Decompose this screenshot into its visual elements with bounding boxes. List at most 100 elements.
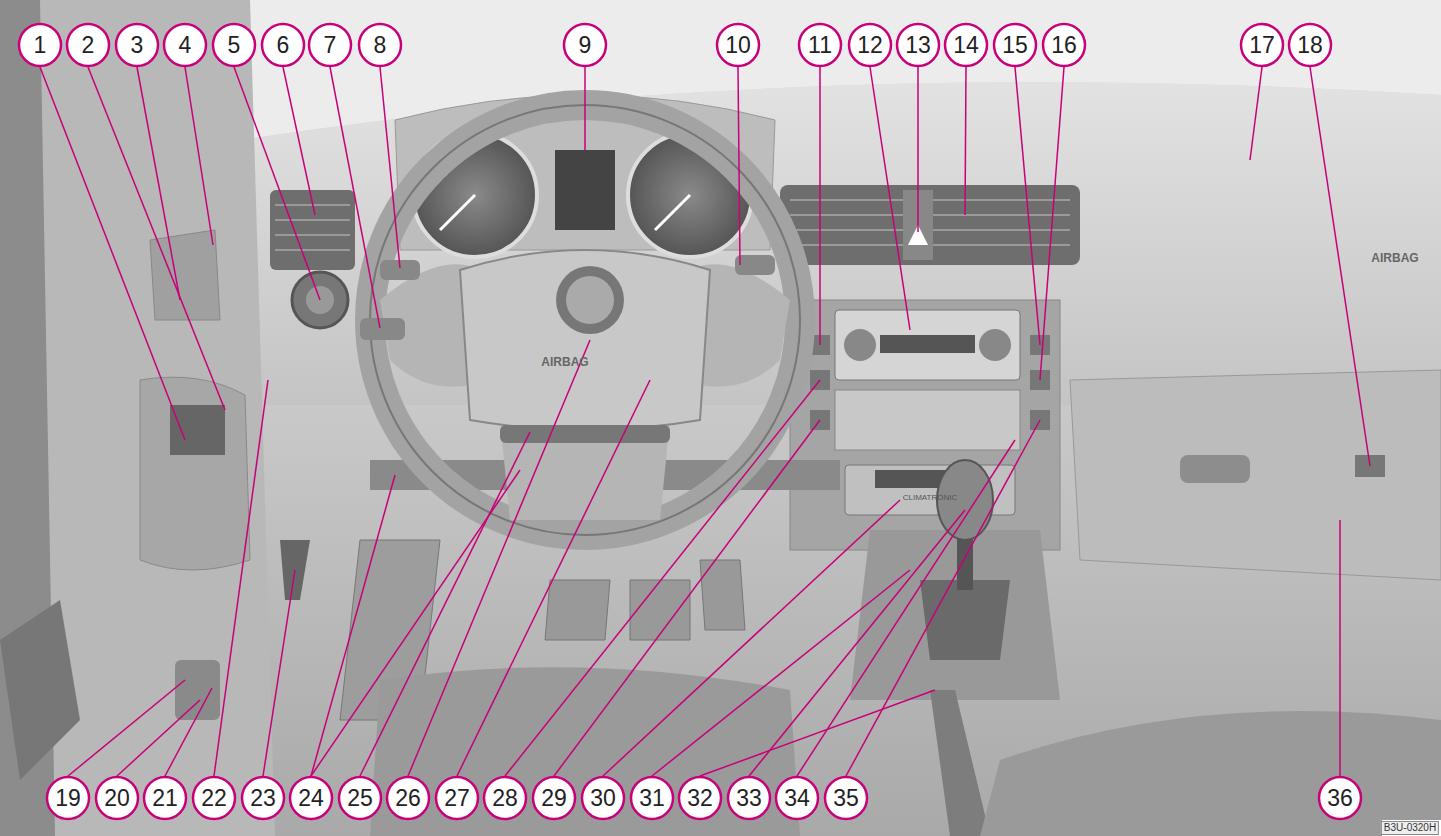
panel-text: AIRBAG — [541, 356, 588, 368]
callout-number: 13 — [905, 34, 931, 57]
callout-number: 11 — [808, 34, 832, 57]
callout-circle — [339, 777, 381, 819]
callout-circle — [1319, 777, 1361, 819]
panel-text: CLIMATRONIC — [903, 494, 958, 502]
callout-circle — [213, 24, 255, 66]
leader-line — [554, 420, 820, 776]
callout-number: 15 — [1002, 34, 1028, 57]
leader-line — [330, 67, 380, 328]
callout-number: 16 — [1051, 34, 1077, 57]
leader-line — [457, 380, 650, 776]
leader-line — [165, 688, 212, 776]
callout-number: 14 — [953, 34, 979, 57]
callout-number: 36 — [1327, 787, 1353, 810]
leader-line — [846, 420, 1040, 776]
leader-line — [965, 67, 966, 215]
callout-circle — [309, 24, 351, 66]
leader-line — [1015, 67, 1040, 345]
callout-circle — [67, 24, 109, 66]
callout-number: 26 — [395, 787, 421, 810]
leader-line — [870, 67, 910, 330]
leader-line — [68, 680, 185, 776]
callout-number: 29 — [541, 787, 567, 810]
leader-line — [584, 67, 586, 150]
callout-circle — [631, 777, 673, 819]
leader-line — [283, 67, 315, 215]
callout-circle — [116, 24, 158, 66]
leader-line — [797, 440, 1015, 776]
panel-text: AIRBAG — [1371, 252, 1418, 264]
callout-circle — [1241, 24, 1283, 66]
leader-line — [505, 380, 820, 776]
leader-line — [88, 67, 225, 410]
callout-circle — [564, 24, 606, 66]
callout-number: 9 — [579, 34, 592, 57]
callout-circle — [96, 777, 138, 819]
callout-number: 5 — [228, 34, 241, 57]
callout-circle — [164, 24, 206, 66]
callout-number: 32 — [687, 787, 713, 810]
leader-line — [819, 67, 821, 345]
callout-number: 12 — [857, 34, 883, 57]
callout-circle — [533, 777, 575, 819]
callout-circle — [897, 24, 939, 66]
callout-number: 27 — [444, 787, 470, 810]
callout-number: 25 — [347, 787, 373, 810]
callout-circle — [582, 777, 624, 819]
callout-number: 6 — [277, 34, 290, 57]
leader-line — [652, 570, 910, 776]
leader-line — [117, 700, 200, 776]
callout-circle — [728, 777, 770, 819]
leader-line — [263, 570, 295, 776]
leader-line — [603, 500, 900, 776]
callout-circle — [193, 777, 235, 819]
callout-circle — [1289, 24, 1331, 66]
callout-circle — [484, 777, 526, 819]
callout-number: 1 — [34, 34, 47, 57]
callout-circle — [717, 24, 759, 66]
callout-circle — [242, 777, 284, 819]
leader-line — [1339, 520, 1341, 776]
callout-number: 7 — [324, 34, 337, 57]
callout-number: 33 — [736, 787, 762, 810]
callout-number: 30 — [590, 787, 616, 810]
callout-circle — [776, 777, 818, 819]
leader-line — [185, 67, 213, 245]
callout-number: 20 — [104, 787, 130, 810]
callout-number: 2 — [82, 34, 95, 57]
callout-number: 28 — [492, 787, 518, 810]
leader-line — [1250, 67, 1262, 160]
callout-circle — [945, 24, 987, 66]
callout-number: 3 — [131, 34, 144, 57]
callout-circle — [262, 24, 304, 66]
leader-line — [214, 380, 268, 776]
callout-number: 4 — [179, 34, 192, 57]
callout-circle — [1043, 24, 1085, 66]
callout-circle — [825, 777, 867, 819]
callout-number: 23 — [250, 787, 276, 810]
callout-circle — [436, 777, 478, 819]
callout-number: 8 — [374, 34, 387, 57]
callout-number: 21 — [152, 787, 178, 810]
leader-line — [1040, 67, 1064, 380]
callout-number: 22 — [201, 787, 227, 810]
callout-circle — [679, 777, 721, 819]
callout-number: 19 — [55, 787, 81, 810]
callout-circle — [144, 777, 186, 819]
leader-line — [1310, 67, 1370, 466]
leader-line — [137, 67, 180, 300]
callout-circle — [799, 24, 841, 66]
callout-circle — [994, 24, 1036, 66]
callout-number: 24 — [298, 787, 324, 810]
figure-code: B3U-0320H — [1381, 821, 1439, 835]
callout-number: 34 — [784, 787, 810, 810]
callout-circle — [359, 24, 401, 66]
callout-number: 18 — [1297, 34, 1323, 57]
callout-number: 10 — [725, 34, 751, 57]
leader-line — [749, 510, 965, 776]
leader-line — [360, 432, 530, 776]
callout-circle — [47, 777, 89, 819]
leader-line — [738, 67, 740, 265]
